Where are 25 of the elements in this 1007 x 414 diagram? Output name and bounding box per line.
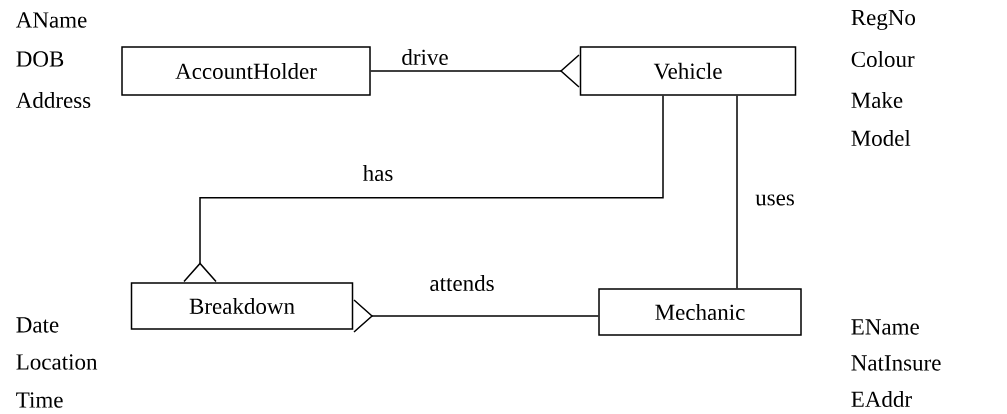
entity-box: Mechanic: [598, 288, 802, 336]
attribute-label: Make: [851, 91, 903, 109]
attribute-label: Model: [851, 129, 911, 147]
attribute-label: DOB: [16, 51, 64, 67]
edge-label: uses: [753, 192, 797, 208]
relationship-line: [736, 95, 738, 289]
attribute-label: Address: [16, 91, 91, 109]
edge-label: has: [360, 162, 396, 184]
attribute-label: Location: [16, 354, 98, 370]
attribute-label: EAddr: [851, 390, 912, 408]
entity-box: AccountHolder: [121, 46, 371, 96]
attribute-label: NatInsure: [851, 355, 941, 371]
attribute-label: AName: [16, 12, 87, 28]
attribute-label: RegNo: [851, 10, 916, 30]
attribute-label: EName: [851, 319, 919, 335]
edge-label: attends: [427, 272, 497, 294]
attribute-label: Colour: [851, 50, 915, 68]
entity-box: Vehicle: [579, 46, 797, 96]
entity-box: Breakdown: [130, 282, 354, 330]
relationship-line: [183, 95, 664, 283]
relationship-line: [370, 54, 580, 88]
attribute-label: Date: [16, 317, 59, 333]
relationship-line: [353, 299, 599, 333]
edge-label: drive: [399, 46, 451, 68]
attribute-label: Time: [16, 392, 63, 408]
